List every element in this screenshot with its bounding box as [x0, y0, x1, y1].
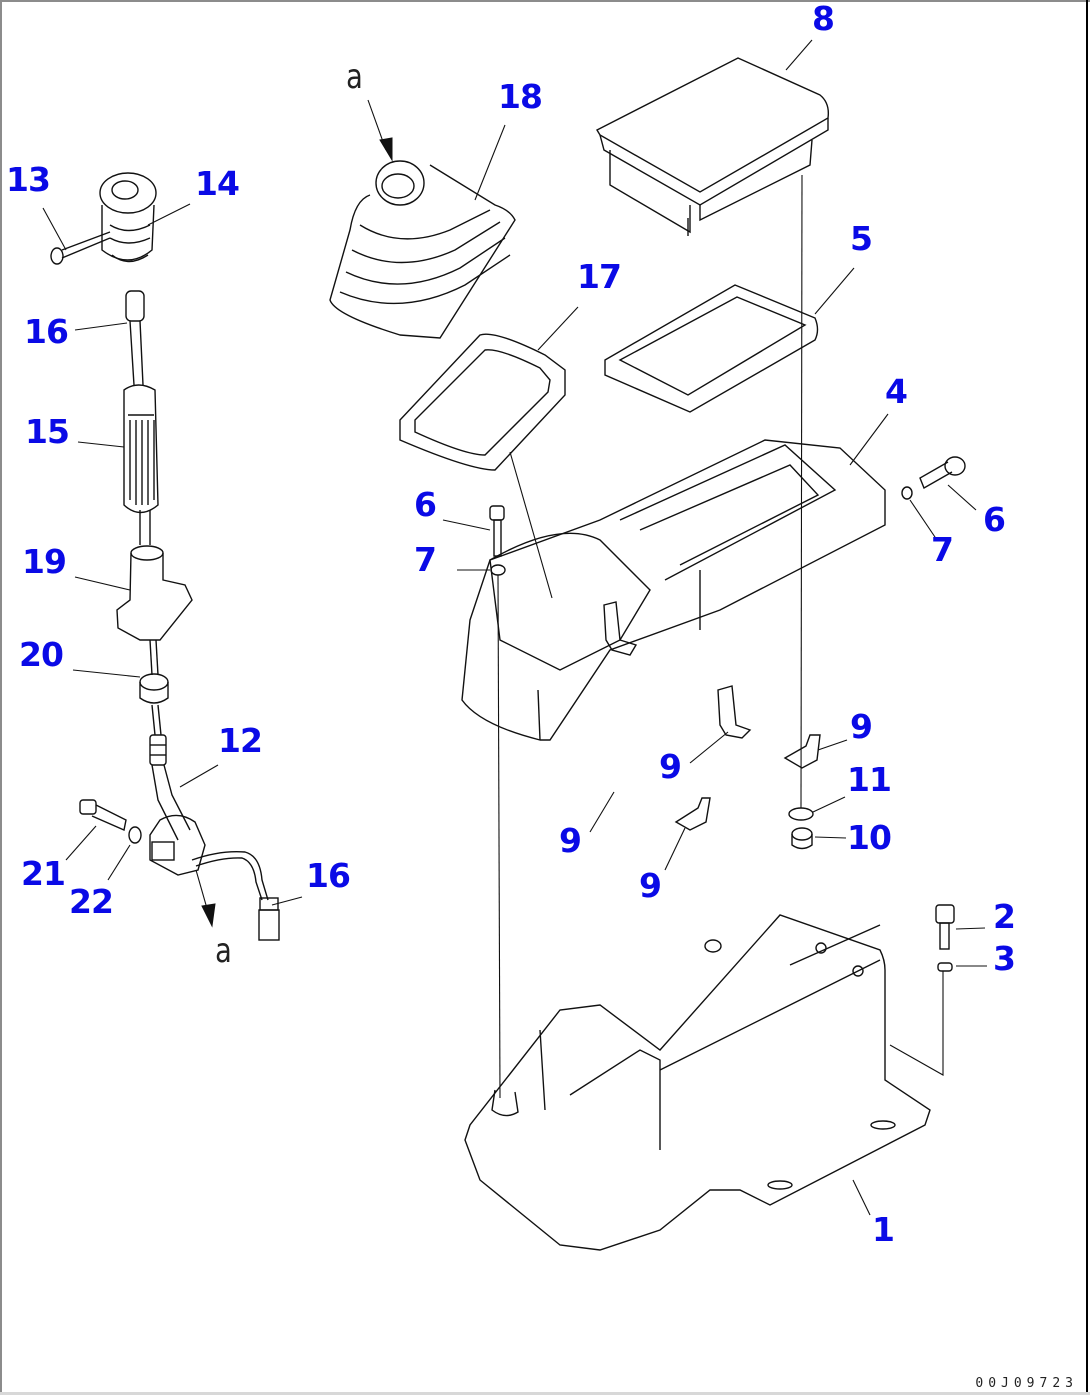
callout-20: 20 — [19, 635, 64, 674]
view-marker-a-bottom: a — [215, 931, 232, 971]
callout-9-d: 9 — [639, 866, 662, 905]
callout-16-top: 16 — [24, 312, 69, 351]
part-6-bolt-right — [919, 456, 966, 490]
callout-17: 17 — [577, 257, 622, 296]
part-9-clip-a — [603, 601, 638, 656]
part-14-switch — [99, 172, 157, 263]
part-16-connector-bottom — [258, 897, 280, 941]
part-18-boot — [329, 160, 516, 339]
part-16-connector-top — [125, 290, 145, 386]
part-17-bezel — [399, 333, 566, 471]
assembly-line-left-bolt — [497, 574, 501, 1099]
part-19-bracket — [116, 545, 193, 676]
callout-7-left: 7 — [414, 540, 437, 579]
part-4-console-cover — [461, 439, 886, 741]
callout-13: 13 — [6, 160, 51, 199]
part-6-bolt-left — [489, 505, 505, 557]
callout-4: 4 — [885, 372, 908, 411]
frame-border-left — [0, 0, 2, 1395]
part-1-base-bracket — [464, 914, 931, 1251]
callout-21: 21 — [21, 854, 66, 893]
part-15-grip — [123, 384, 159, 545]
callout-1: 1 — [872, 1210, 895, 1249]
callout-16-bottom: 16 — [306, 856, 351, 895]
callout-3: 3 — [993, 939, 1016, 978]
callout-18: 18 — [498, 77, 543, 116]
frame-border-right — [1086, 0, 1088, 1392]
callout-9-b: 9 — [659, 747, 682, 786]
part-21-bolt — [79, 799, 127, 831]
part-20-nut — [139, 673, 169, 736]
callout-10: 10 — [847, 818, 892, 857]
callout-8: 8 — [812, 0, 835, 38]
part-22-washer — [128, 826, 142, 844]
callout-11: 11 — [847, 760, 892, 799]
view-arrow-bottom-head — [201, 903, 216, 928]
callout-2: 2 — [993, 897, 1016, 936]
callout-15: 15 — [25, 412, 70, 451]
part-9-clip-d — [783, 734, 821, 769]
assembly-line-lid — [800, 174, 803, 809]
part-9-clip-b — [717, 685, 752, 739]
callout-9-c: 9 — [559, 821, 582, 860]
part-3-washer — [937, 962, 953, 972]
frame-border-bottom — [0, 1392, 1090, 1395]
part-11-washer — [788, 807, 814, 821]
drawing-number: 00J09723 — [975, 1376, 1078, 1391]
callout-19: 19 — [22, 542, 67, 581]
part-8-lid — [596, 57, 830, 236]
part-12-lever-switch — [149, 734, 269, 901]
part-10-nut — [791, 827, 813, 850]
part-13-pin — [50, 231, 111, 265]
part-7-washer-left — [490, 564, 506, 576]
callout-14: 14 — [195, 164, 240, 203]
assembly-line-bezel — [509, 451, 553, 599]
callout-5: 5 — [850, 219, 873, 258]
callout-12: 12 — [218, 721, 263, 760]
callout-6-right: 6 — [983, 500, 1006, 539]
assembly-line-base-bolt — [889, 971, 944, 1076]
part-7-washer-right — [901, 486, 913, 500]
view-marker-a-top: a — [346, 57, 363, 97]
part-5-frame — [604, 284, 819, 413]
frame-border-top — [0, 0, 1090, 2]
callout-6-left: 6 — [414, 485, 437, 524]
view-arrow-top-head — [379, 137, 393, 162]
callout-7-right: 7 — [931, 530, 954, 569]
part-2-bolt — [935, 904, 955, 950]
leader-lines — [42, 39, 987, 1216]
callout-9-a: 9 — [850, 707, 873, 746]
callout-22: 22 — [69, 882, 114, 921]
part-9-clip-c — [674, 797, 711, 831]
